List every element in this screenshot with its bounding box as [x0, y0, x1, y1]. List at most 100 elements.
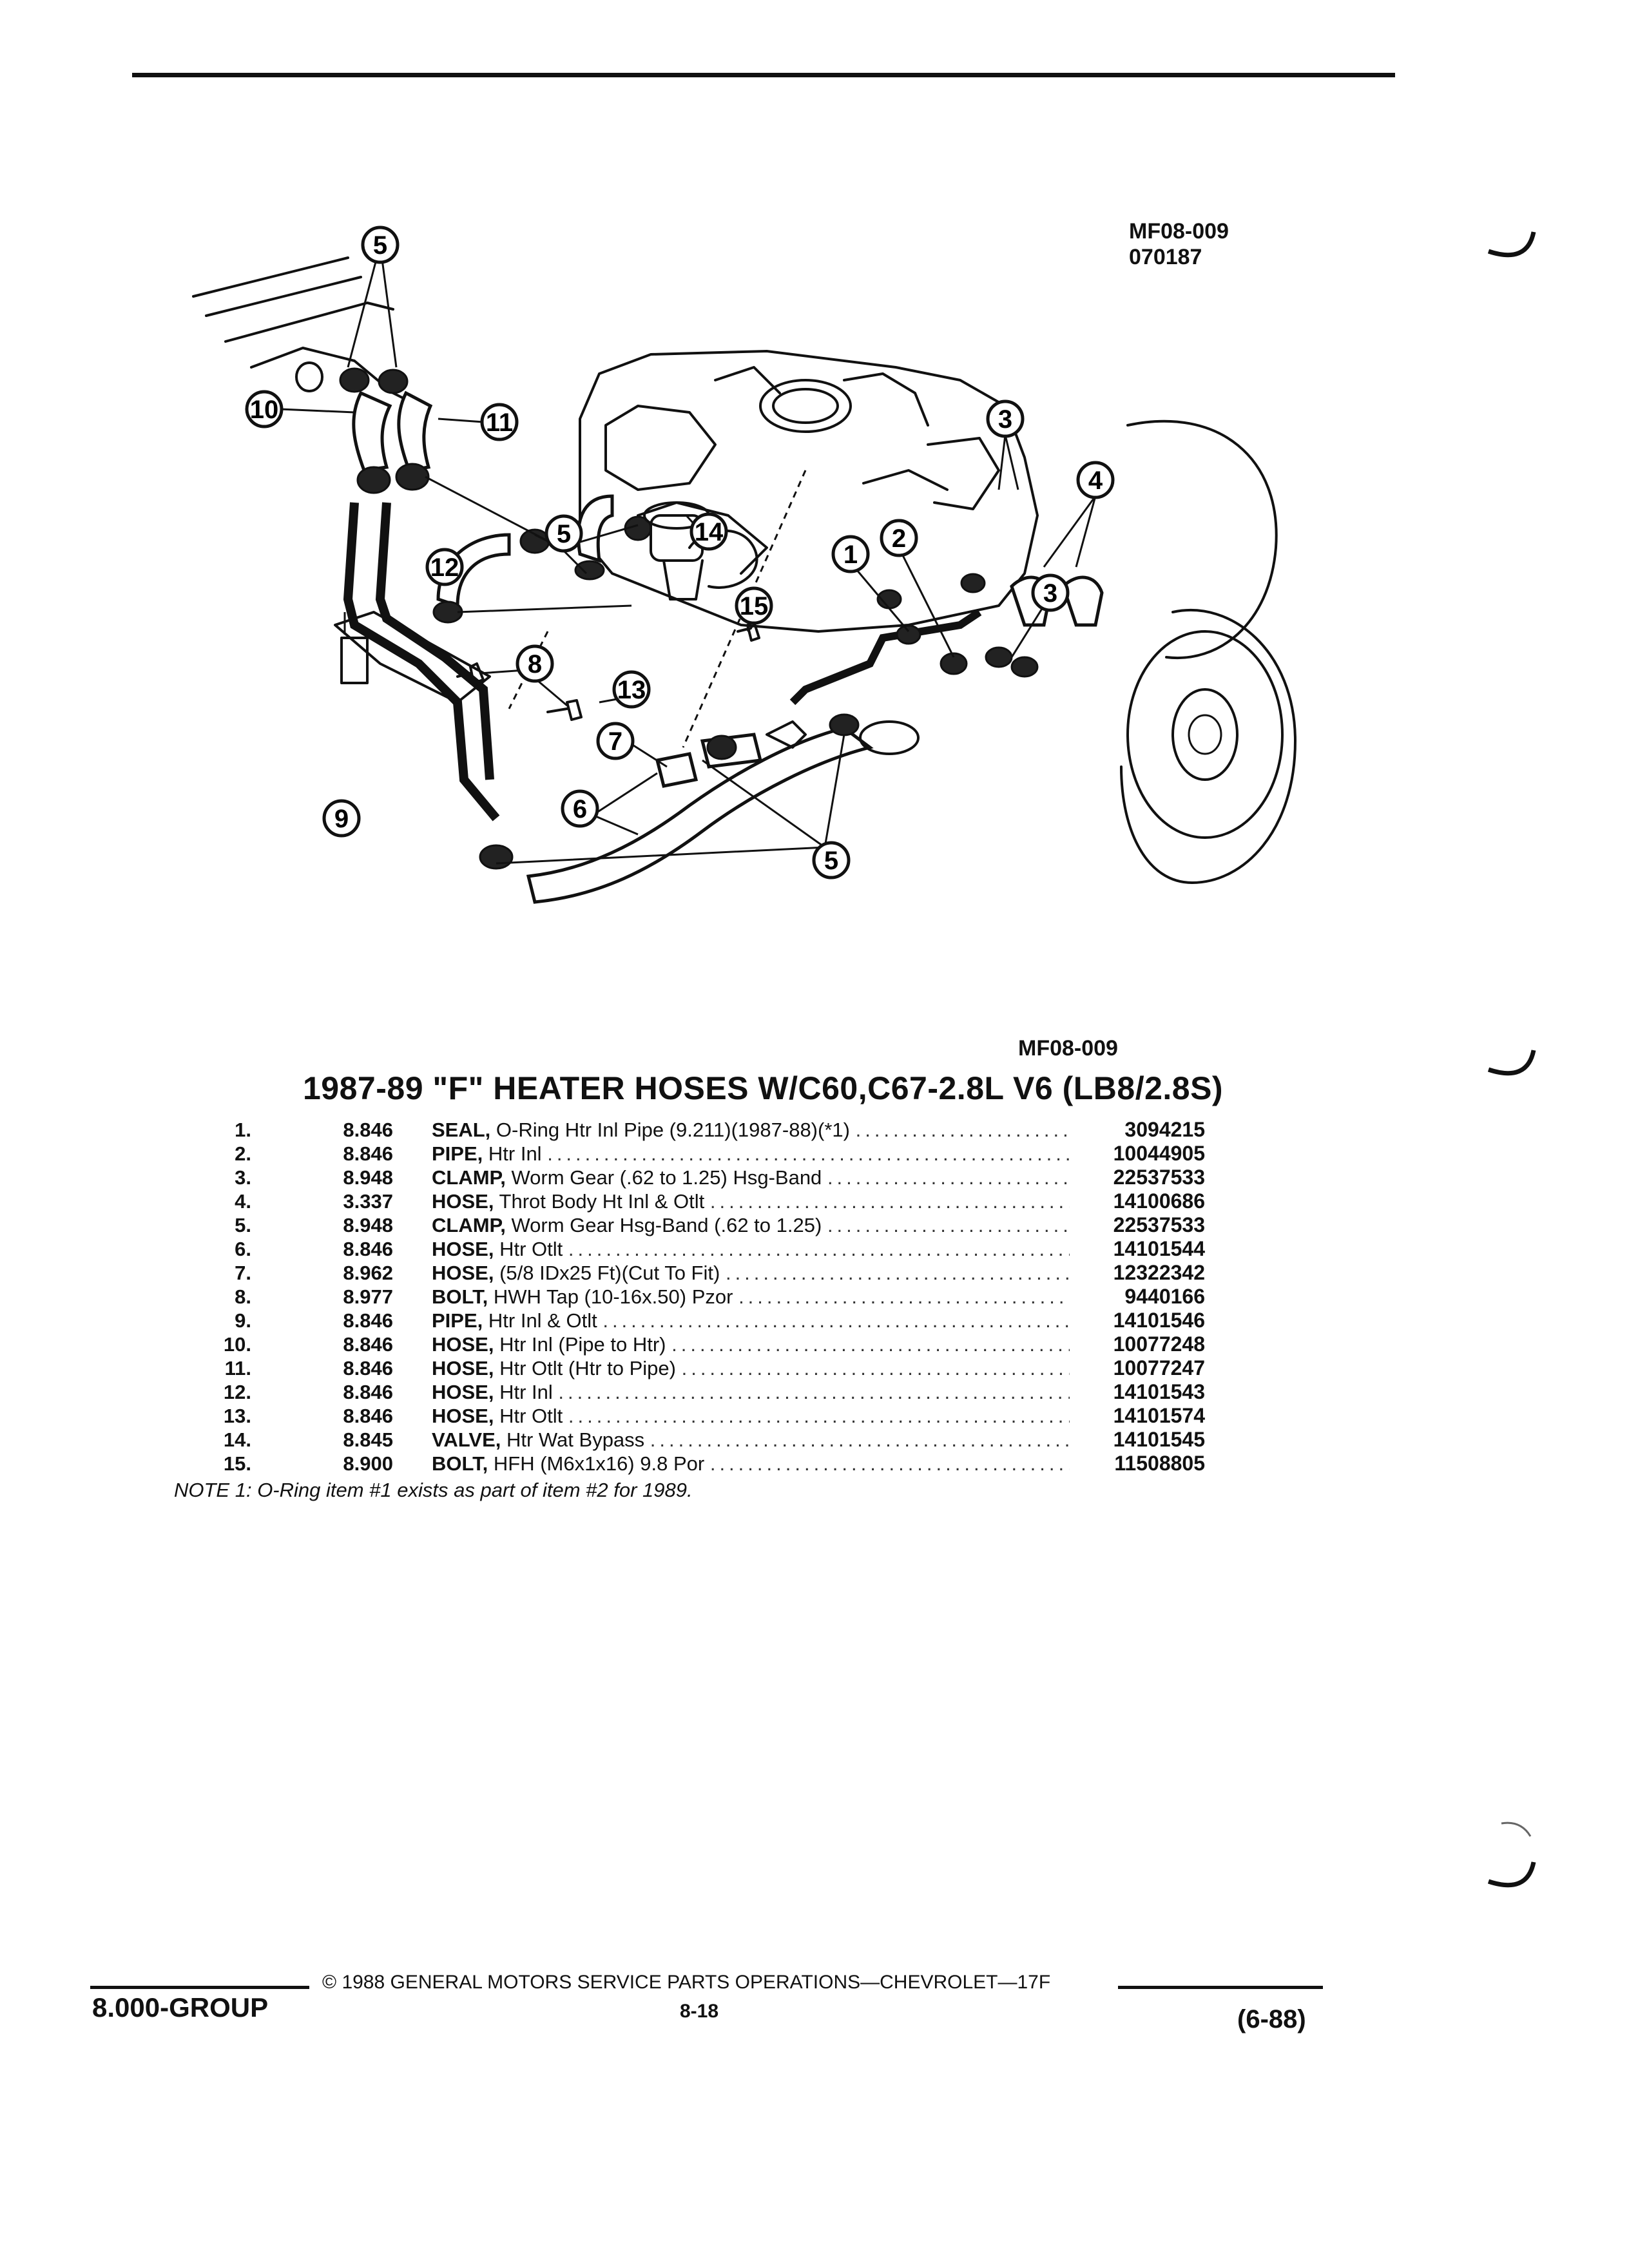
part-number: 10077248: [1113, 1332, 1205, 1356]
part-description: BOLT, HFH (M6x1x16) 9.8 Por ............…: [432, 1452, 1070, 1475]
part-group-number: 8.846: [343, 1309, 393, 1332]
part-name: HOSE,: [432, 1381, 494, 1403]
part-number: 10044905: [1113, 1142, 1205, 1165]
leader-dots: ........................................…: [709, 1452, 1070, 1475]
figure-caption-code: MF08-009: [1018, 1036, 1118, 1061]
binder-marks: [1487, 231, 1536, 1888]
part-item-number: 15.: [223, 1452, 251, 1475]
part-group-number: 8.846: [343, 1381, 393, 1403]
parts-list: 1. 8.846 SEAL, O-Ring Htr Inl Pipe (9.211)…: [161, 1118, 1231, 1475]
svg-text:11: 11: [486, 408, 513, 437]
heater-pipe-assembly: [334, 502, 500, 822]
part-detail: Throt Body Ht Inl & Otlt: [499, 1190, 705, 1213]
part-description: HOSE, (5/8 IDx25 Ft)(Cut To Fit) .......…: [432, 1261, 1070, 1285]
svg-text:6: 6: [573, 795, 587, 823]
part-detail: Htr Inl: [499, 1381, 553, 1403]
note: NOTE 1: O-Ring item #1 exists as part of…: [174, 1479, 693, 1501]
footer-copyright: © 1988 GENERAL MOTORS SERVICE PARTS OPER…: [322, 1972, 1051, 1993]
part-detail: Htr Otlt (Htr to Pipe): [499, 1357, 676, 1379]
part-item-number: 7.: [235, 1262, 251, 1284]
footer-group: 8.000-GROUP: [92, 1992, 269, 2023]
part-description: PIPE, Htr Inl ..........................…: [432, 1142, 1070, 1166]
svg-text:13: 13: [617, 676, 646, 704]
part-name: HOSE,: [432, 1262, 494, 1284]
part-number: 9440166: [1124, 1285, 1205, 1308]
part-group-number: 8.845: [343, 1428, 393, 1451]
part-name: BOLT,: [432, 1285, 488, 1308]
svg-text:3: 3: [998, 405, 1012, 434]
part-group-number: 8.846: [343, 1405, 393, 1427]
part-name: HOSE,: [432, 1405, 494, 1427]
part-item-number: 12.: [223, 1381, 251, 1403]
part-number: 3094215: [1124, 1118, 1205, 1141]
svg-text:10: 10: [250, 396, 279, 424]
part-item-number: 1.: [235, 1119, 251, 1141]
part-number: 22537533: [1113, 1213, 1205, 1236]
callout-3-upper: 3: [986, 399, 1025, 438]
part-item-number: 5.: [235, 1214, 251, 1236]
part-description: BOLT, HWH Tap (10-16x.50) Pzor .........…: [432, 1285, 1070, 1309]
part-description: HOSE, Htr Inl ..........................…: [432, 1380, 1070, 1404]
part-name: HOSE,: [432, 1190, 494, 1213]
part-group-number: 8.977: [343, 1285, 393, 1308]
part-description: SEAL, O-Ring Htr Inl Pipe (9.211)(1987-8…: [432, 1118, 1070, 1142]
callout-14: 14: [689, 512, 728, 551]
part-detail: Htr Inl (Pipe to Htr): [499, 1333, 666, 1356]
part-description: PIPE, Htr Inl & Otlt ...................…: [432, 1309, 1070, 1332]
leader-dots: ........................................…: [558, 1381, 1070, 1403]
svg-text:15: 15: [740, 592, 769, 620]
leader-dots: ........................................…: [855, 1119, 1070, 1141]
part-detail: (5/8 IDx25 Ft)(Cut To Fit): [499, 1262, 720, 1284]
callout-10: 10: [245, 390, 284, 428]
callout-5-bottom: 5: [812, 841, 851, 879]
part-group-number: 8.900: [343, 1452, 393, 1475]
part-description: HOSE, Htr Otlt (Htr to Pipe) ...........…: [432, 1356, 1070, 1380]
part-name: SEAL,: [432, 1119, 491, 1141]
part-group-number: 8.948: [343, 1166, 393, 1189]
part-description: HOSE, Htr Otlt .........................…: [432, 1404, 1070, 1428]
part-row: 12. 8.846 HOSE, Htr Inl ..................…: [161, 1380, 1231, 1404]
part-number: 14100686: [1113, 1189, 1205, 1213]
part-detail: Htr Otlt: [499, 1238, 563, 1260]
part-detail: Htr Otlt: [499, 1405, 563, 1427]
leader-dots: ........................................…: [738, 1285, 1070, 1308]
part-number: 14101545: [1113, 1428, 1205, 1451]
part-name: VALVE,: [432, 1428, 501, 1451]
part-name: PIPE,: [432, 1142, 483, 1165]
part-number: 12322342: [1113, 1261, 1205, 1284]
part-group-number: 8.948: [343, 1214, 393, 1236]
part-item-number: 4.: [235, 1190, 251, 1213]
hoses-10-11: [295, 361, 433, 494]
part-detail: HWH Tap (10-16x.50) Pzor: [493, 1285, 733, 1308]
engine-outline: [579, 350, 1039, 633]
part-detail: Htr Inl & Otlt: [488, 1309, 597, 1332]
leader-dots: ........................................…: [671, 1333, 1070, 1356]
leader-dots: ........................................…: [568, 1405, 1070, 1427]
part-name: HOSE,: [432, 1238, 494, 1260]
callout-4: 4: [1076, 461, 1115, 499]
part-number: 14101543: [1113, 1380, 1205, 1403]
part-item-number: 2.: [235, 1142, 251, 1165]
pulley-assembly: [1120, 419, 1296, 884]
leader-dots: ........................................…: [547, 1142, 1070, 1165]
part-name: HOSE,: [432, 1333, 494, 1356]
part-description: CLAMP, Worm Gear (.62 to 1.25) Hsg-Band …: [432, 1166, 1070, 1189]
leader-dots: ........................................…: [827, 1166, 1070, 1189]
part-group-number: 8.846: [343, 1333, 393, 1356]
callout-7: 7: [596, 722, 635, 760]
figure-code: MF08-009: [1129, 219, 1229, 244]
callout-13: 13: [612, 670, 651, 709]
callout-2: 2: [880, 519, 918, 557]
part-number: 11508805: [1114, 1452, 1205, 1475]
part-detail: HFH (M6x1x16) 9.8 Por: [493, 1452, 705, 1475]
svg-text:2: 2: [892, 524, 906, 553]
part-item-number: 11.: [224, 1357, 251, 1379]
part-group-number: 3.337: [343, 1190, 393, 1213]
